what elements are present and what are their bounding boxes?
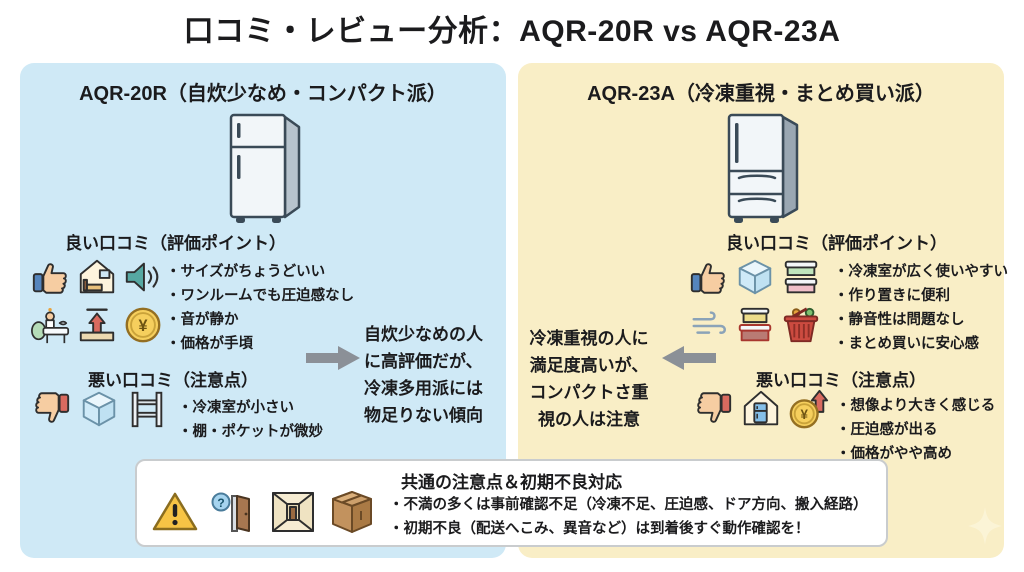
review-point-item: サイズがちょうどいい: [166, 260, 354, 284]
thumbs-up-icon: [688, 256, 730, 298]
yen-price-up-icon: ¥: [788, 388, 830, 430]
fridge-2door-icon: [213, 111, 313, 227]
common-bullets: 不満の多くは事前確認不足（冷凍不足、圧迫感、ドア方向、搬入経路） 初期不良（配送…: [389, 493, 868, 541]
review-point-item: 作り置きに便利: [834, 284, 1008, 308]
food-containers-2-icon: [734, 304, 776, 346]
shelf-rack-icon: [126, 388, 168, 430]
ice-cube-icon: [734, 256, 776, 298]
right-bad-icons: ¥: [692, 388, 830, 430]
left-good-bullets: サイズがちょうどいい ワンルームでも圧迫感なし 音が静か 価格が手頃: [166, 260, 355, 356]
door-question-icon: ?: [210, 490, 258, 534]
svg-text:¥: ¥: [138, 317, 147, 335]
right-bad-bullets: 想像より大きく感じる 圧迫感が出る 価格がやや高め: [836, 394, 996, 466]
review-point-item: 想像より大きく感じる: [836, 394, 996, 418]
review-point-item: 冷凍室が小さい: [178, 396, 323, 420]
left-good-heading: 良い口コミ（評価ポイント）: [65, 234, 286, 253]
page-title: 口コミ・レビュー分析：AQR-20R vs AQR-23A: [183, 15, 841, 48]
left-bad-icons: [30, 388, 168, 430]
common-icons: ?: [151, 490, 376, 534]
svg-text:¥: ¥: [801, 407, 809, 422]
review-point-item: ワンルームでも圧迫感なし: [166, 284, 355, 308]
arrow-right-icon: [306, 344, 362, 372]
yen-coin-icon: ¥: [122, 304, 164, 346]
sparkle-icon: [968, 507, 1002, 545]
common-heading: 共通の注意点＆初期不良対応: [401, 473, 622, 492]
panel-aqr-23a-header: AQR-23A（冷凍重視・まとめ買い派）: [587, 83, 935, 105]
house-bedroom-icon: [76, 256, 118, 298]
thumbs-down-icon: [30, 388, 72, 430]
right-good-icons: [686, 253, 824, 349]
thumbs-down-icon: [692, 388, 734, 430]
panel-aqr-20r-header: AQR-20R（自炊少なめ・コンパクト派）: [79, 83, 447, 105]
house-fridge-icon: [740, 388, 782, 430]
left-good-icons: ¥: [28, 253, 166, 349]
review-point-item: 棚・ポケットが微妙: [178, 420, 324, 444]
common-note-item: 不満の多くは事前確認不足（冷凍不足、圧迫感、ドア方向、搬入経路）: [389, 493, 868, 517]
review-point-item: 価格が手頃: [166, 332, 354, 356]
left-bad-bullets: 冷凍室が小さい 棚・ポケットが微妙: [178, 396, 324, 444]
shopping-basket-icon: [780, 304, 822, 346]
ice-cube-icon: [78, 388, 120, 430]
speaker-sound-icon: [122, 256, 164, 298]
right-bad-heading: 悪い口コミ（注意点）: [756, 371, 926, 390]
right-good-bullets: 冷凍室が広く使いやすい 作り置きに便利 静音性は問題なし まとめ買いに安心感: [834, 260, 1009, 356]
right-good-heading: 良い口コミ（評価ポイント）: [726, 234, 947, 253]
review-point-item: 静音性は問題なし: [834, 308, 1008, 332]
review-point-item: 冷凍室が広く使いやすい: [834, 260, 1009, 284]
cardboard-box-icon: [328, 490, 376, 534]
review-point-item: 音が静か: [166, 308, 354, 332]
warning-triangle-icon: [151, 490, 199, 534]
review-point-item: 価格がやや高め: [836, 442, 995, 466]
person-cooking-icon: [30, 304, 72, 346]
thumbs-up-icon: [30, 256, 72, 298]
food-containers-icon: [780, 256, 822, 298]
wind-quiet-icon: [688, 304, 730, 346]
left-bad-heading: 悪い口コミ（注意点）: [88, 371, 258, 390]
arrow-left-icon: [660, 344, 716, 372]
review-point-item: 圧迫感が出る: [836, 418, 995, 442]
right-summary-text: 冷凍重視の人に満足度高いが、コンパクトさ重視の人は注意: [529, 329, 649, 429]
arrow-up-clearance-icon: [76, 304, 118, 346]
review-point-item: まとめ買いに安心感: [834, 332, 1008, 356]
svg-text:?: ?: [217, 496, 224, 510]
common-note-item: 初期不良（配送へこみ、異音など）は到着後すぐ動作確認を！: [389, 517, 868, 541]
fridge-3door-icon: [711, 111, 811, 227]
common-notes-box: 共通の注意点＆初期不良対応 ?: [135, 459, 888, 547]
left-summary-text: 自炊少なめの人に高評価だが、冷凍多用派には物足りない傾向: [364, 325, 483, 425]
entry-hallway-icon: [269, 490, 317, 534]
